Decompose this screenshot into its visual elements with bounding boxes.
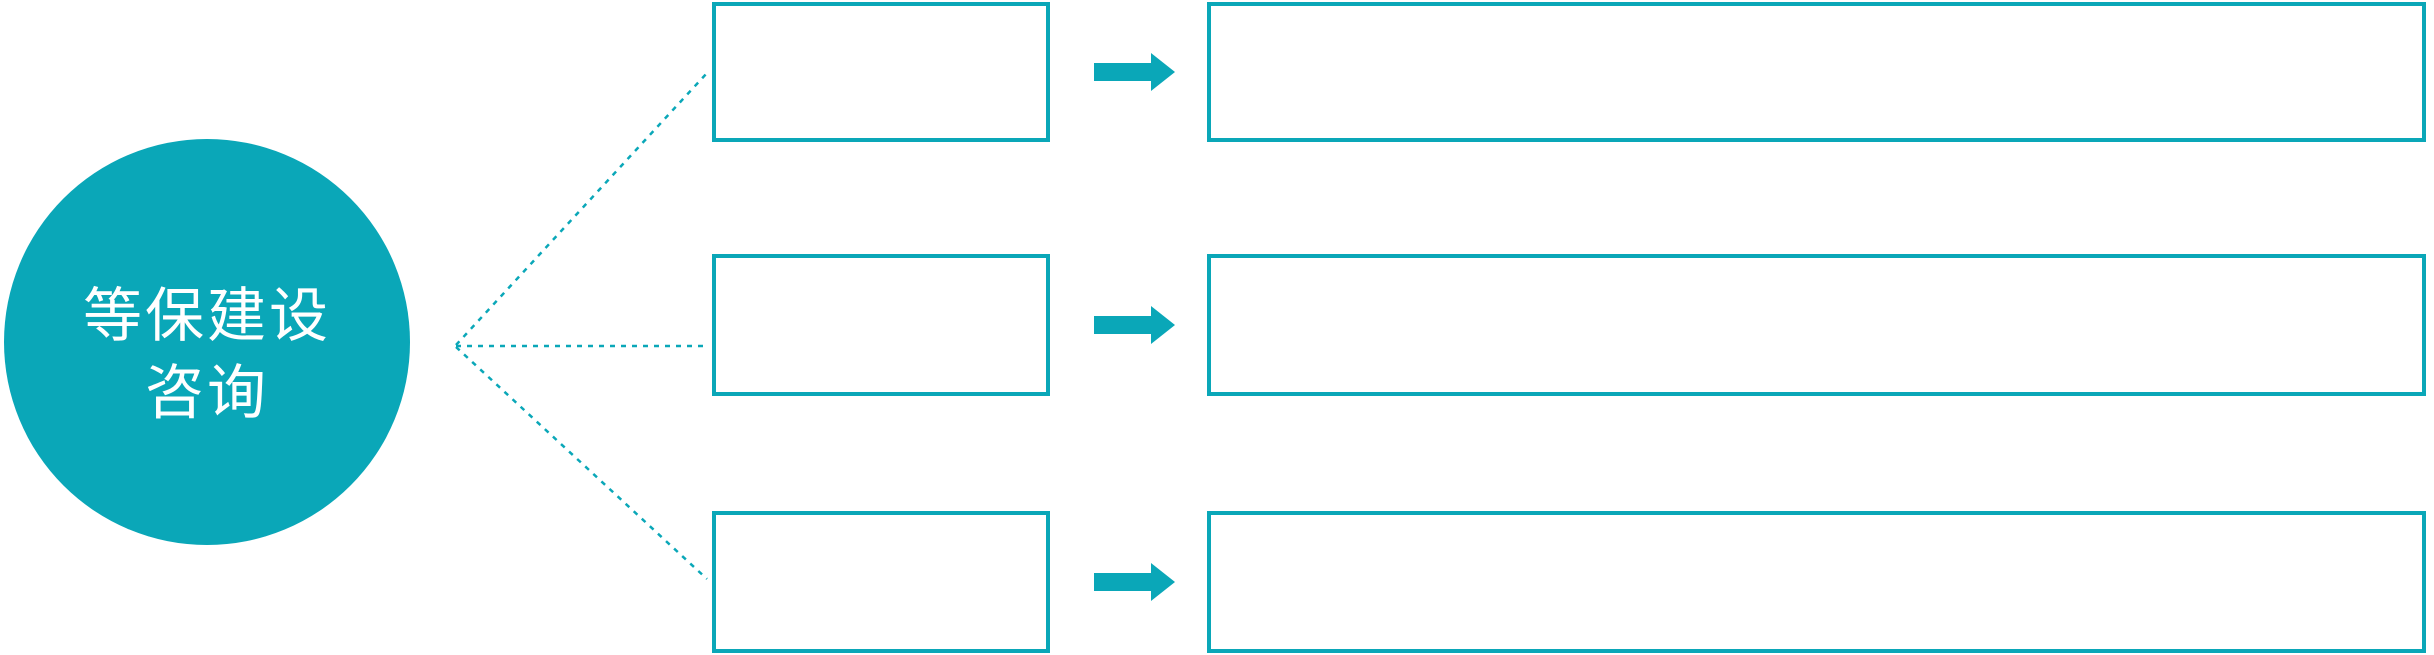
category-box-row-1 [712,2,1050,142]
hub-circle-label-line2: 咨询 [144,360,269,426]
category-box-row-3 [712,511,1050,653]
hub-circle: 等保建设 咨询 [4,139,410,545]
detail-box-row-2 [1207,254,2426,396]
arrow-right-icon [1094,306,1175,344]
dotted-connector-top [455,72,708,346]
detail-box-row-3 [1207,511,2426,653]
category-box-row-2 [712,254,1050,396]
arrow-right-icon [1094,563,1175,601]
arrow-right-icon [1094,53,1175,91]
detail-box-row-1 [1207,2,2426,142]
hub-circle-label-line1: 等保建设 [82,283,331,349]
dotted-connector-bottom [455,346,708,580]
